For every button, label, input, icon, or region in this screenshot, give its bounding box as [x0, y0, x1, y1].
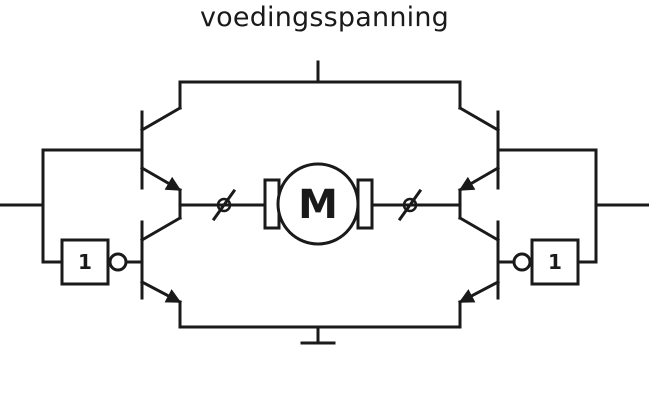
- wire-marker-left: [211, 188, 237, 222]
- inverter-right-label: 1: [548, 250, 562, 274]
- transistor-right-upper: [457, 105, 501, 193]
- motor-symbol: [276, 162, 360, 246]
- transistor-left-upper: [139, 105, 183, 193]
- inverter-left: [60, 238, 110, 286]
- left-input-wire: [0, 148, 144, 264]
- motor-label: M: [298, 182, 338, 228]
- inverter-left-label: 1: [78, 250, 92, 274]
- inverter-right-bubble: [512, 252, 532, 272]
- inverter-left-bubble: [108, 252, 128, 272]
- ground-rail: [178, 300, 462, 344]
- left-mid-node: [178, 188, 267, 220]
- inverter-right: [530, 238, 580, 286]
- motor-terminal-right: [356, 178, 374, 230]
- transistor-left-lower: [139, 215, 183, 305]
- supply-rail: [178, 80, 462, 110]
- wire-marker-right: [397, 188, 423, 222]
- right-input-wire: [496, 148, 649, 264]
- supply-voltage-label: voedingsspanning: [200, 2, 449, 33]
- transistor-right-lower: [457, 215, 501, 305]
